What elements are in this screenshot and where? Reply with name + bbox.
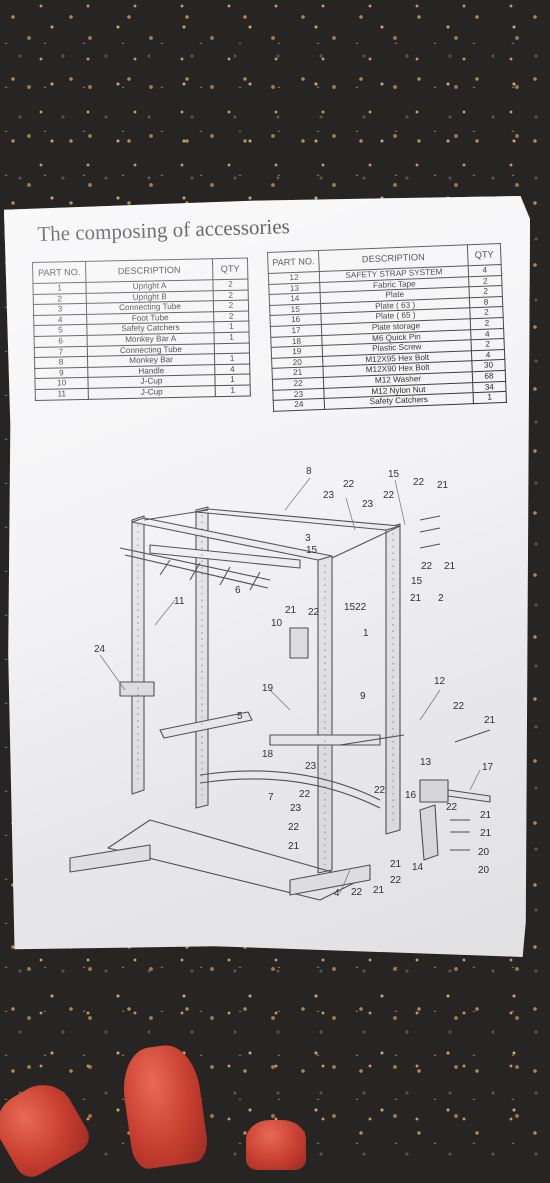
callout-label: 12 — [434, 676, 446, 687]
callout-label: 7 — [268, 792, 274, 803]
callout-label: 20 — [478, 865, 490, 876]
connecting-tube-curve — [199, 770, 381, 801]
j-cup — [289, 627, 309, 659]
callout-label: 15 — [306, 545, 318, 556]
callout-label: 22 — [343, 479, 355, 490]
callout-label: 1 — [363, 628, 369, 639]
callout-label: 22 — [299, 789, 311, 800]
callout-label: 22 — [374, 785, 386, 796]
callout-label: 21 — [390, 859, 402, 870]
callout-label: 21 — [480, 828, 492, 839]
callout-label: 21 — [285, 605, 297, 616]
callout-label: 22 — [288, 822, 300, 833]
safety-bar-right — [269, 734, 381, 746]
callout-label: 21 — [484, 715, 496, 726]
callout-label: 22 — [453, 701, 465, 712]
callout-label: 21 — [410, 593, 422, 604]
finger — [246, 1120, 306, 1170]
top-tube-front — [195, 508, 401, 531]
callout-label: 22 — [351, 887, 363, 898]
callout-label: 23 — [305, 761, 317, 772]
callout-label: 6 — [235, 585, 241, 596]
callout-label: 11 — [174, 596, 185, 607]
callout-label: 13 — [420, 757, 432, 768]
callout-label: 22 — [446, 802, 458, 813]
callout-label: 21 — [373, 885, 385, 896]
callout-label: 1522 — [344, 602, 367, 613]
callout-label: 14 — [412, 862, 424, 873]
callout-label: 23 — [290, 803, 302, 814]
callout-label: 20 — [478, 847, 490, 858]
callout-label: 8 — [306, 466, 312, 477]
callout-label: 22 — [421, 561, 433, 572]
callout-label: 21 — [288, 841, 300, 852]
callout-label: 21 — [437, 480, 449, 491]
callout-label: 21 — [480, 810, 492, 821]
callout-label: 23 — [362, 499, 374, 510]
safety-catcher-left — [119, 681, 155, 697]
callout-label: 3 — [305, 533, 311, 544]
callout-label: 17 — [482, 762, 494, 773]
callout-label: 9 — [360, 691, 366, 702]
callout-label: 15 — [411, 576, 423, 587]
callout-label: 4 — [334, 888, 340, 899]
callout-label: 22 — [413, 477, 425, 488]
callout-label: 24 — [94, 644, 106, 655]
callout-label: 22 — [383, 490, 395, 501]
callout-label: 23 — [323, 490, 335, 501]
callout-label: 18 — [262, 749, 274, 760]
callout-label: 2 — [438, 593, 444, 604]
callout-label: 10 — [271, 618, 283, 629]
plate — [419, 804, 439, 861]
callout-label: 21 — [444, 561, 456, 572]
callout-label: 22 — [308, 607, 320, 618]
callout-label: 19 — [262, 683, 274, 694]
callout-label: 16 — [405, 790, 417, 801]
callout-label: 5 — [237, 711, 243, 722]
callout-label: 22 — [390, 875, 402, 886]
callout-label: 15 — [388, 469, 400, 480]
plate-storage — [419, 779, 449, 803]
